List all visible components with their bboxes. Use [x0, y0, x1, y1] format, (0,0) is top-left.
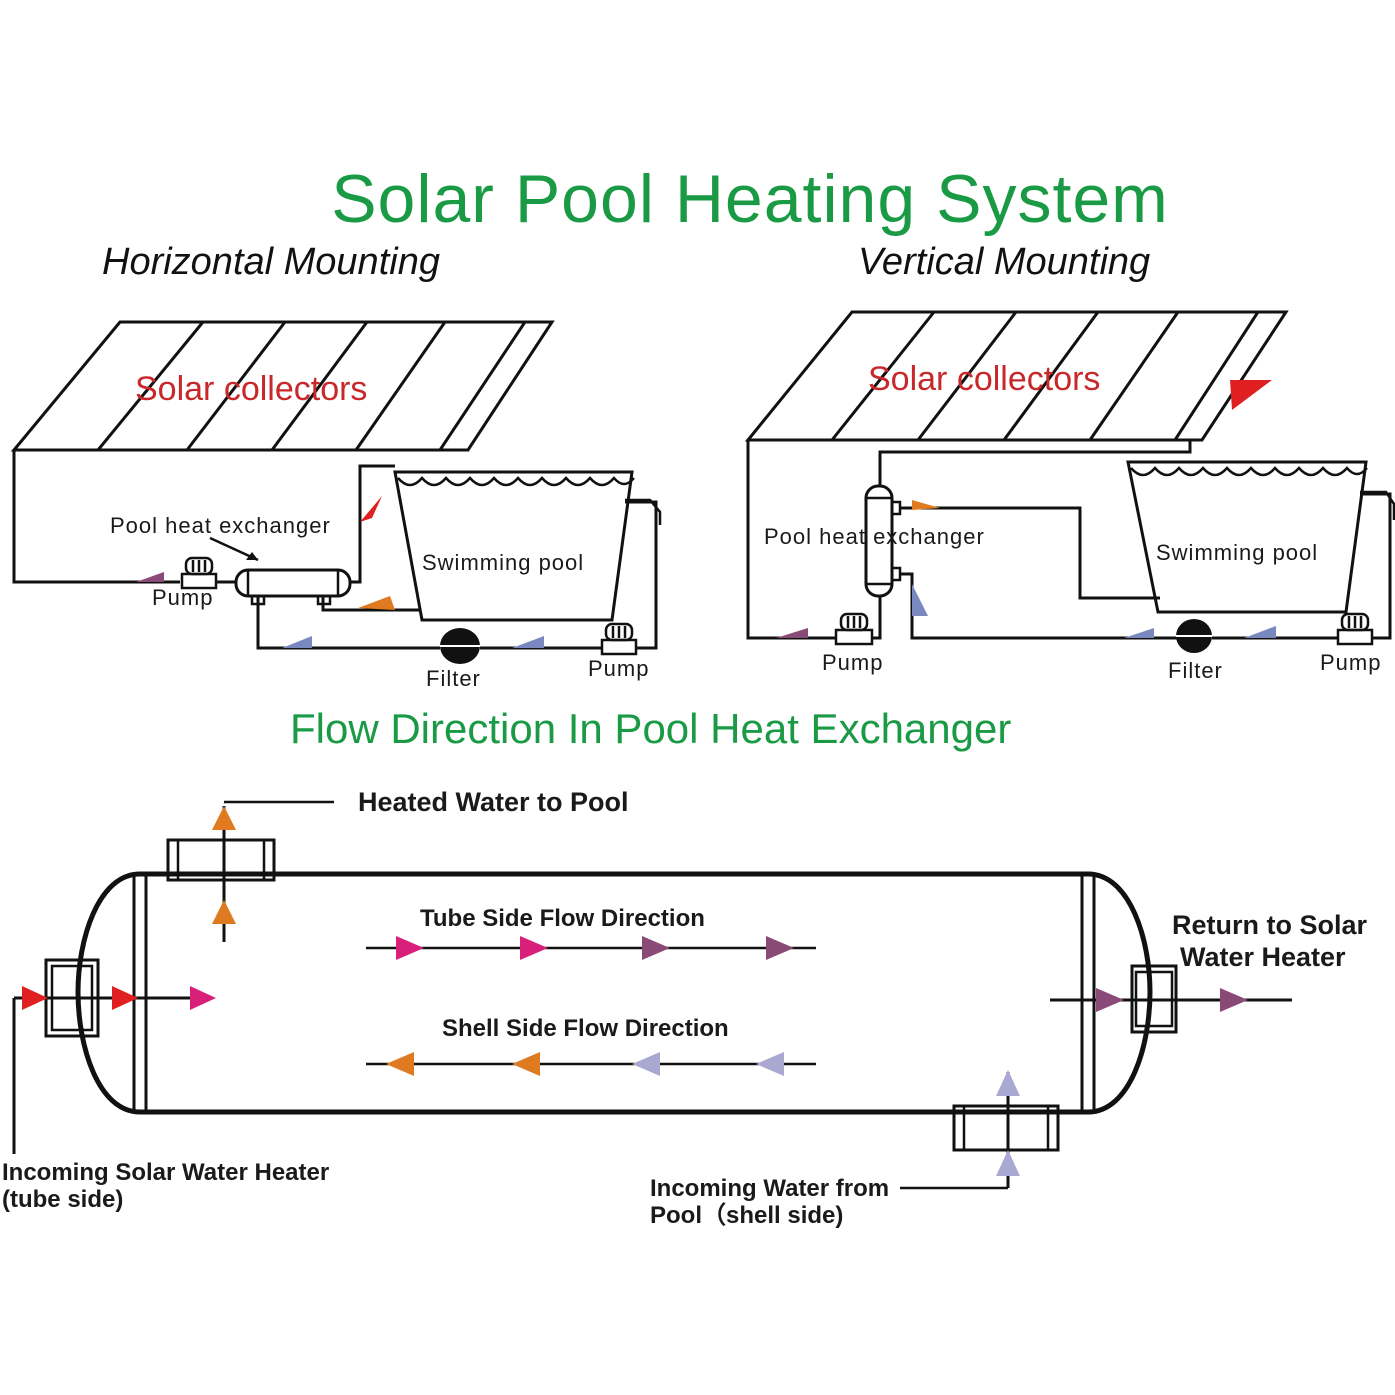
flow-arrow-icon — [632, 1052, 660, 1076]
horizontal-pool-label: Swimming pool — [422, 550, 584, 575]
flow-arrow-icon — [1124, 628, 1154, 638]
flow-arrow-icon — [996, 1150, 1020, 1176]
vertical-system: Solar collectors Swimming pool Pool heat… — [744, 310, 1395, 683]
flow-arrow-icon — [912, 500, 940, 510]
flow-arrow-icon — [766, 936, 794, 960]
page-title: Solar Pool Heating System — [331, 161, 1169, 237]
flow-arrow-icon — [22, 986, 48, 1010]
vertical-filter-label: Filter — [1168, 658, 1223, 683]
flow-arrow-icon — [912, 584, 928, 616]
horizontal-system: Solar collectors Swimming pool Pool heat… — [10, 320, 662, 691]
vertical-pump-right-icon — [1336, 612, 1374, 646]
horizontal-exchanger-label: Pool heat exchanger — [110, 513, 331, 538]
vertical-mounting-heading: Vertical Mounting — [858, 241, 1150, 283]
horizontal-solar-collectors — [10, 320, 555, 452]
flow-arrow-icon — [386, 1052, 414, 1076]
vertical-pool-label: Swimming pool — [1156, 540, 1318, 565]
horizontal-collectors-label: Solar collectors — [135, 370, 367, 408]
vertical-pump-left-label: Pump — [822, 650, 883, 675]
horizontal-filter-icon — [440, 628, 480, 664]
vertical-filter-icon — [1176, 619, 1212, 653]
flow-arrow-icon — [642, 936, 670, 960]
incoming-pool-label-2: Pool（shell side) — [650, 1202, 843, 1229]
flow-arrow-icon — [282, 636, 312, 648]
vertical-collectors-label: Solar collectors — [868, 360, 1100, 398]
flow-arrow-icon — [136, 572, 164, 582]
vertical-swimming-pool — [1126, 460, 1395, 614]
horizontal-pump-left-label: Pump — [152, 585, 213, 610]
flow-arrow-icon — [190, 986, 216, 1010]
heated-water-label: Heated Water to Pool — [358, 787, 629, 817]
flow-direction-heading: Flow Direction In Pool Heat Exchanger — [290, 705, 1011, 752]
vertical-heat-exchanger — [864, 484, 902, 598]
incoming-solar-label-1: Incoming Solar Water Heater — [2, 1159, 329, 1186]
horizontal-swimming-pool — [393, 470, 662, 622]
horizontal-filter-label: Filter — [426, 666, 481, 691]
flow-arrow-icon — [396, 936, 424, 960]
shell-side-label: Shell Side Flow Direction — [442, 1015, 729, 1042]
flow-arrow-icon — [1230, 380, 1272, 410]
flow-arrow-icon — [1220, 988, 1248, 1012]
flow-arrow-icon — [996, 1070, 1020, 1096]
flow-arrow-icon — [360, 496, 382, 522]
horizontal-heat-exchanger — [234, 568, 352, 606]
horizontal-pump-left-icon — [180, 556, 218, 590]
flow-arrow-icon — [512, 636, 544, 648]
flow-arrow-icon — [1096, 988, 1124, 1012]
flow-arrow-icon — [520, 936, 548, 960]
horizontal-pump-right-icon — [600, 622, 638, 656]
return-solar-label-2: Water Heater — [1180, 942, 1346, 972]
horizontal-mounting-heading: Horizontal Mounting — [102, 241, 440, 283]
flow-arrow-icon — [1244, 626, 1276, 638]
vertical-pump-right-label: Pump — [1320, 650, 1381, 675]
incoming-pool-label-1: Incoming Water from — [650, 1175, 889, 1202]
tube-side-label: Tube Side Flow Direction — [420, 905, 705, 932]
flow-arrow-icon — [756, 1052, 784, 1076]
flow-arrow-icon — [112, 986, 138, 1010]
vertical-pump-left-icon — [834, 612, 874, 646]
flow-arrow-icon — [212, 900, 236, 924]
flow-arrow-icon — [358, 596, 395, 610]
flow-arrow-icon — [776, 628, 808, 638]
flow-arrow-icon — [212, 806, 236, 830]
return-solar-label-1: Return to Solar — [1172, 910, 1368, 940]
flow-arrow-icon — [512, 1052, 540, 1076]
heat-exchanger-detail — [12, 800, 1292, 1190]
vertical-exchanger-label: Pool heat exchanger — [764, 524, 985, 549]
horizontal-pump-right-label: Pump — [588, 656, 649, 681]
incoming-solar-label-2: (tube side) — [2, 1186, 123, 1213]
